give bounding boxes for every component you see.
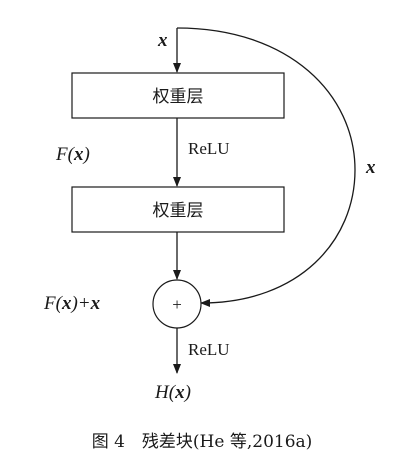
output-label: H(x) xyxy=(154,382,191,403)
weight-layer-2-box xyxy=(71,186,285,233)
weight-layer-2-label: 权重层 xyxy=(153,201,204,221)
input-label: x xyxy=(157,30,168,51)
skip-connection-label: x xyxy=(365,157,376,178)
weight-layer-1-box xyxy=(71,72,285,119)
figure-caption: 图 4 残差块(He 等,2016a) xyxy=(92,432,313,452)
f-of-x-label: F(x) xyxy=(55,144,90,165)
plus-symbol: + xyxy=(172,295,182,314)
relu-label-1: ReLU xyxy=(188,139,230,158)
skip-connection-arrow xyxy=(176,27,356,307)
relu-label-2: ReLU xyxy=(188,340,230,359)
sum-label: F(x)+x xyxy=(43,293,101,314)
weight-layer-1-label: 权重层 xyxy=(153,87,204,107)
